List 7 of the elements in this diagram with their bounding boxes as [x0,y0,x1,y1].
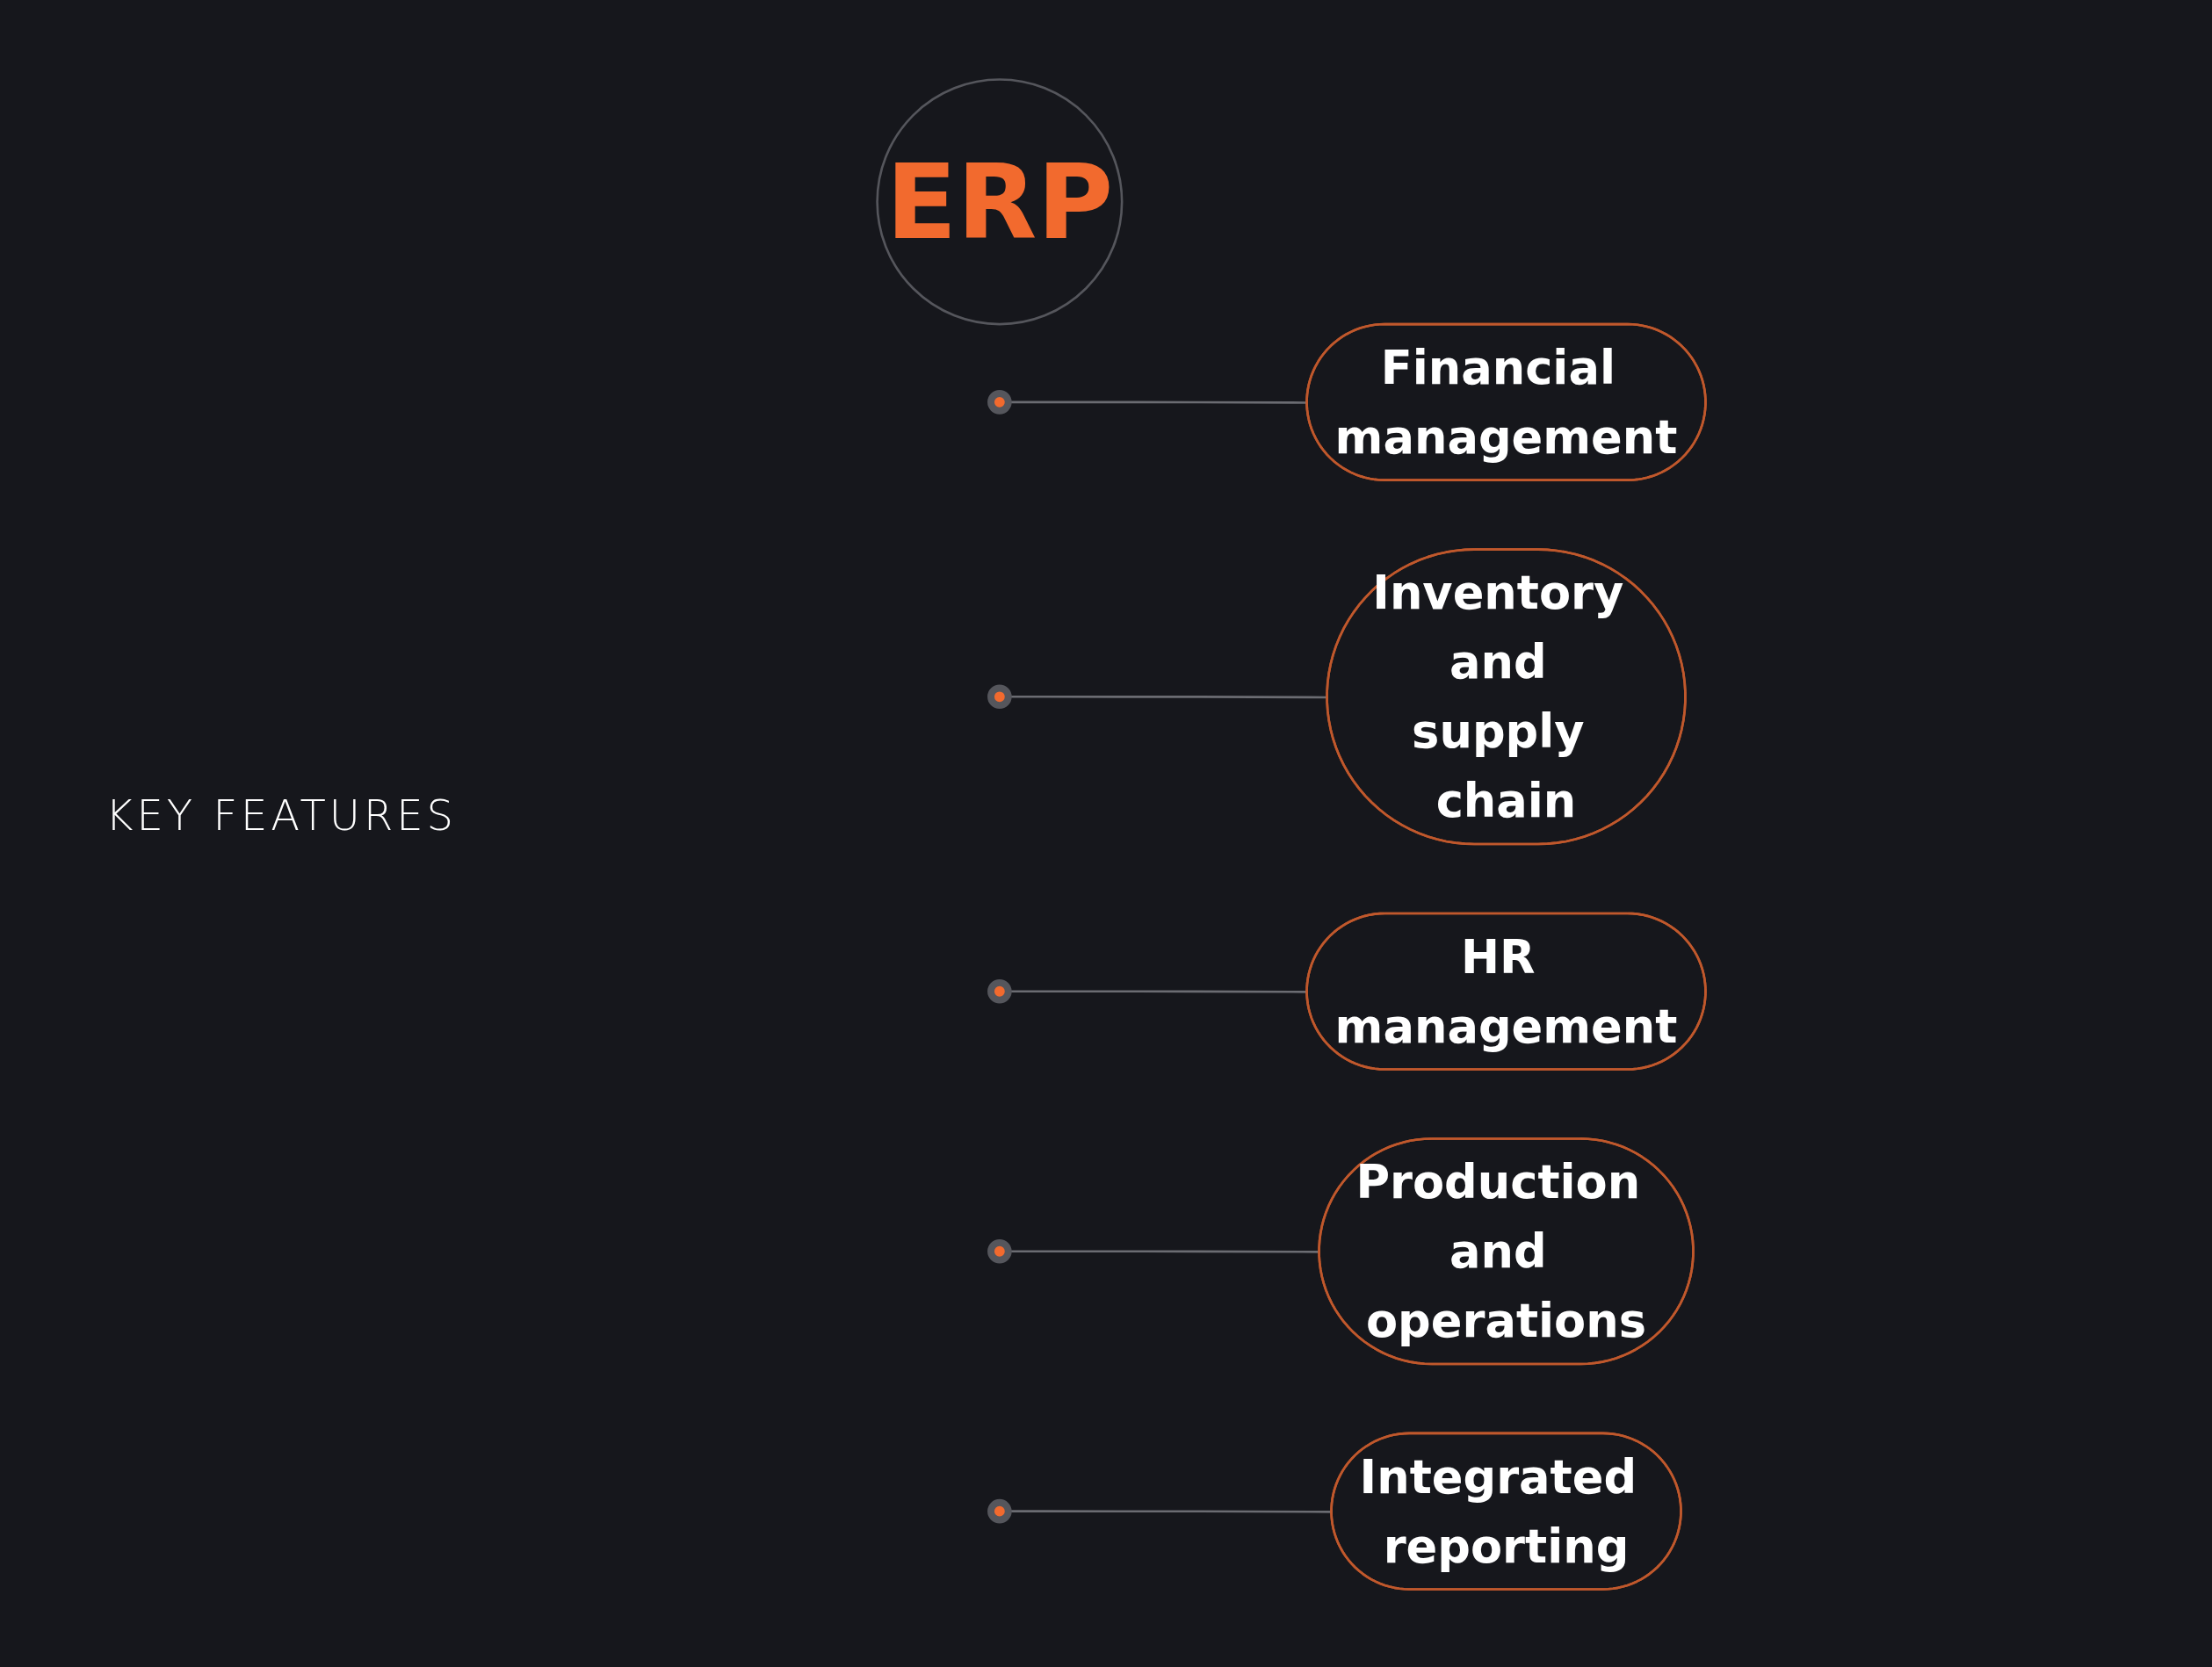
node-circle [987,390,1012,415]
node-circle: ERP [876,78,1124,326]
node-circle [987,1238,1012,1264]
side-caption: KEY FEATURES [105,790,458,840]
node-circle [987,1498,1012,1524]
node-circle [987,684,1012,710]
node-circle [987,978,1012,1004]
